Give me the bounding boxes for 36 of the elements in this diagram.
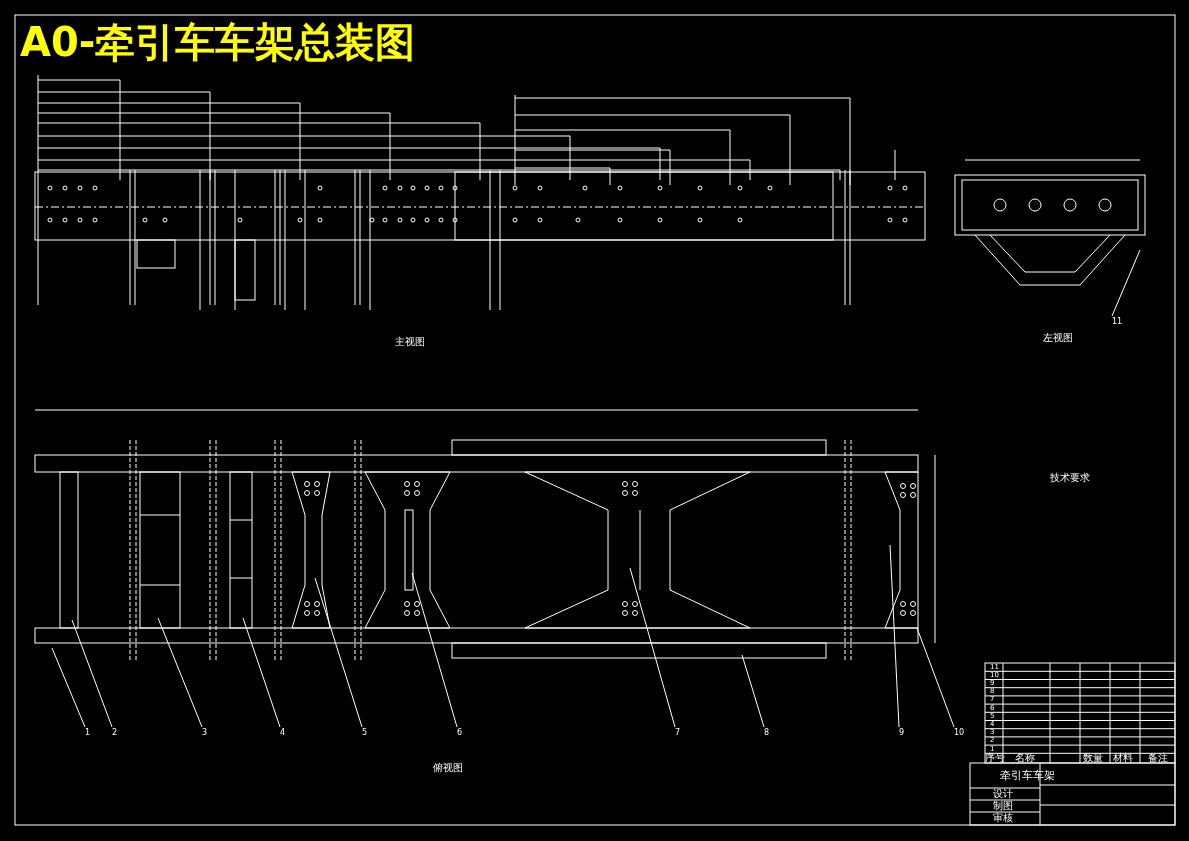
callout-number: 1 (84, 728, 92, 738)
leader-line (242, 617, 281, 728)
table-cell: 数量 (1083, 753, 1103, 763)
title-block-text: 制图 (993, 801, 1013, 811)
table-cell: 序号 (985, 753, 1005, 763)
callout-number: 4 (279, 728, 287, 738)
callout-number: 6 (456, 728, 464, 738)
leader-line (741, 654, 765, 728)
view-label: 左视图 (1043, 333, 1073, 343)
leader-line (916, 627, 955, 728)
callout-number: 8 (763, 728, 771, 738)
view-label: 俯视图 (433, 763, 463, 773)
callout-number: 10 (953, 728, 966, 738)
callout-number: 3 (201, 728, 209, 738)
table-cell: 名称 (1015, 753, 1035, 763)
callout-number: 2 (111, 728, 119, 738)
callout-number: 9 (898, 728, 906, 738)
leader-line (157, 617, 203, 728)
callout-number: 7 (674, 728, 682, 738)
view-label: 主视图 (395, 337, 425, 347)
title-block-text: 设计 (993, 789, 1013, 799)
title-block-text: 审核 (993, 813, 1013, 823)
leader-line (1111, 249, 1141, 317)
leader-line (411, 572, 458, 728)
table-cell: 备注 (1148, 753, 1168, 763)
leader-line (629, 567, 676, 728)
title-block-text: 牵引车车架 (1000, 769, 1055, 781)
leader-line (889, 544, 900, 728)
notes-heading: 技术要求 (1050, 473, 1090, 483)
leader-line (71, 619, 113, 728)
drawing-title: A0-牵引车车架总装图 (20, 18, 416, 66)
leader-line (314, 577, 363, 728)
leader-line (51, 647, 86, 728)
table-cell: 材料 (1113, 753, 1133, 763)
callout-number: 11 (1111, 317, 1124, 327)
callout-number: 5 (361, 728, 369, 738)
